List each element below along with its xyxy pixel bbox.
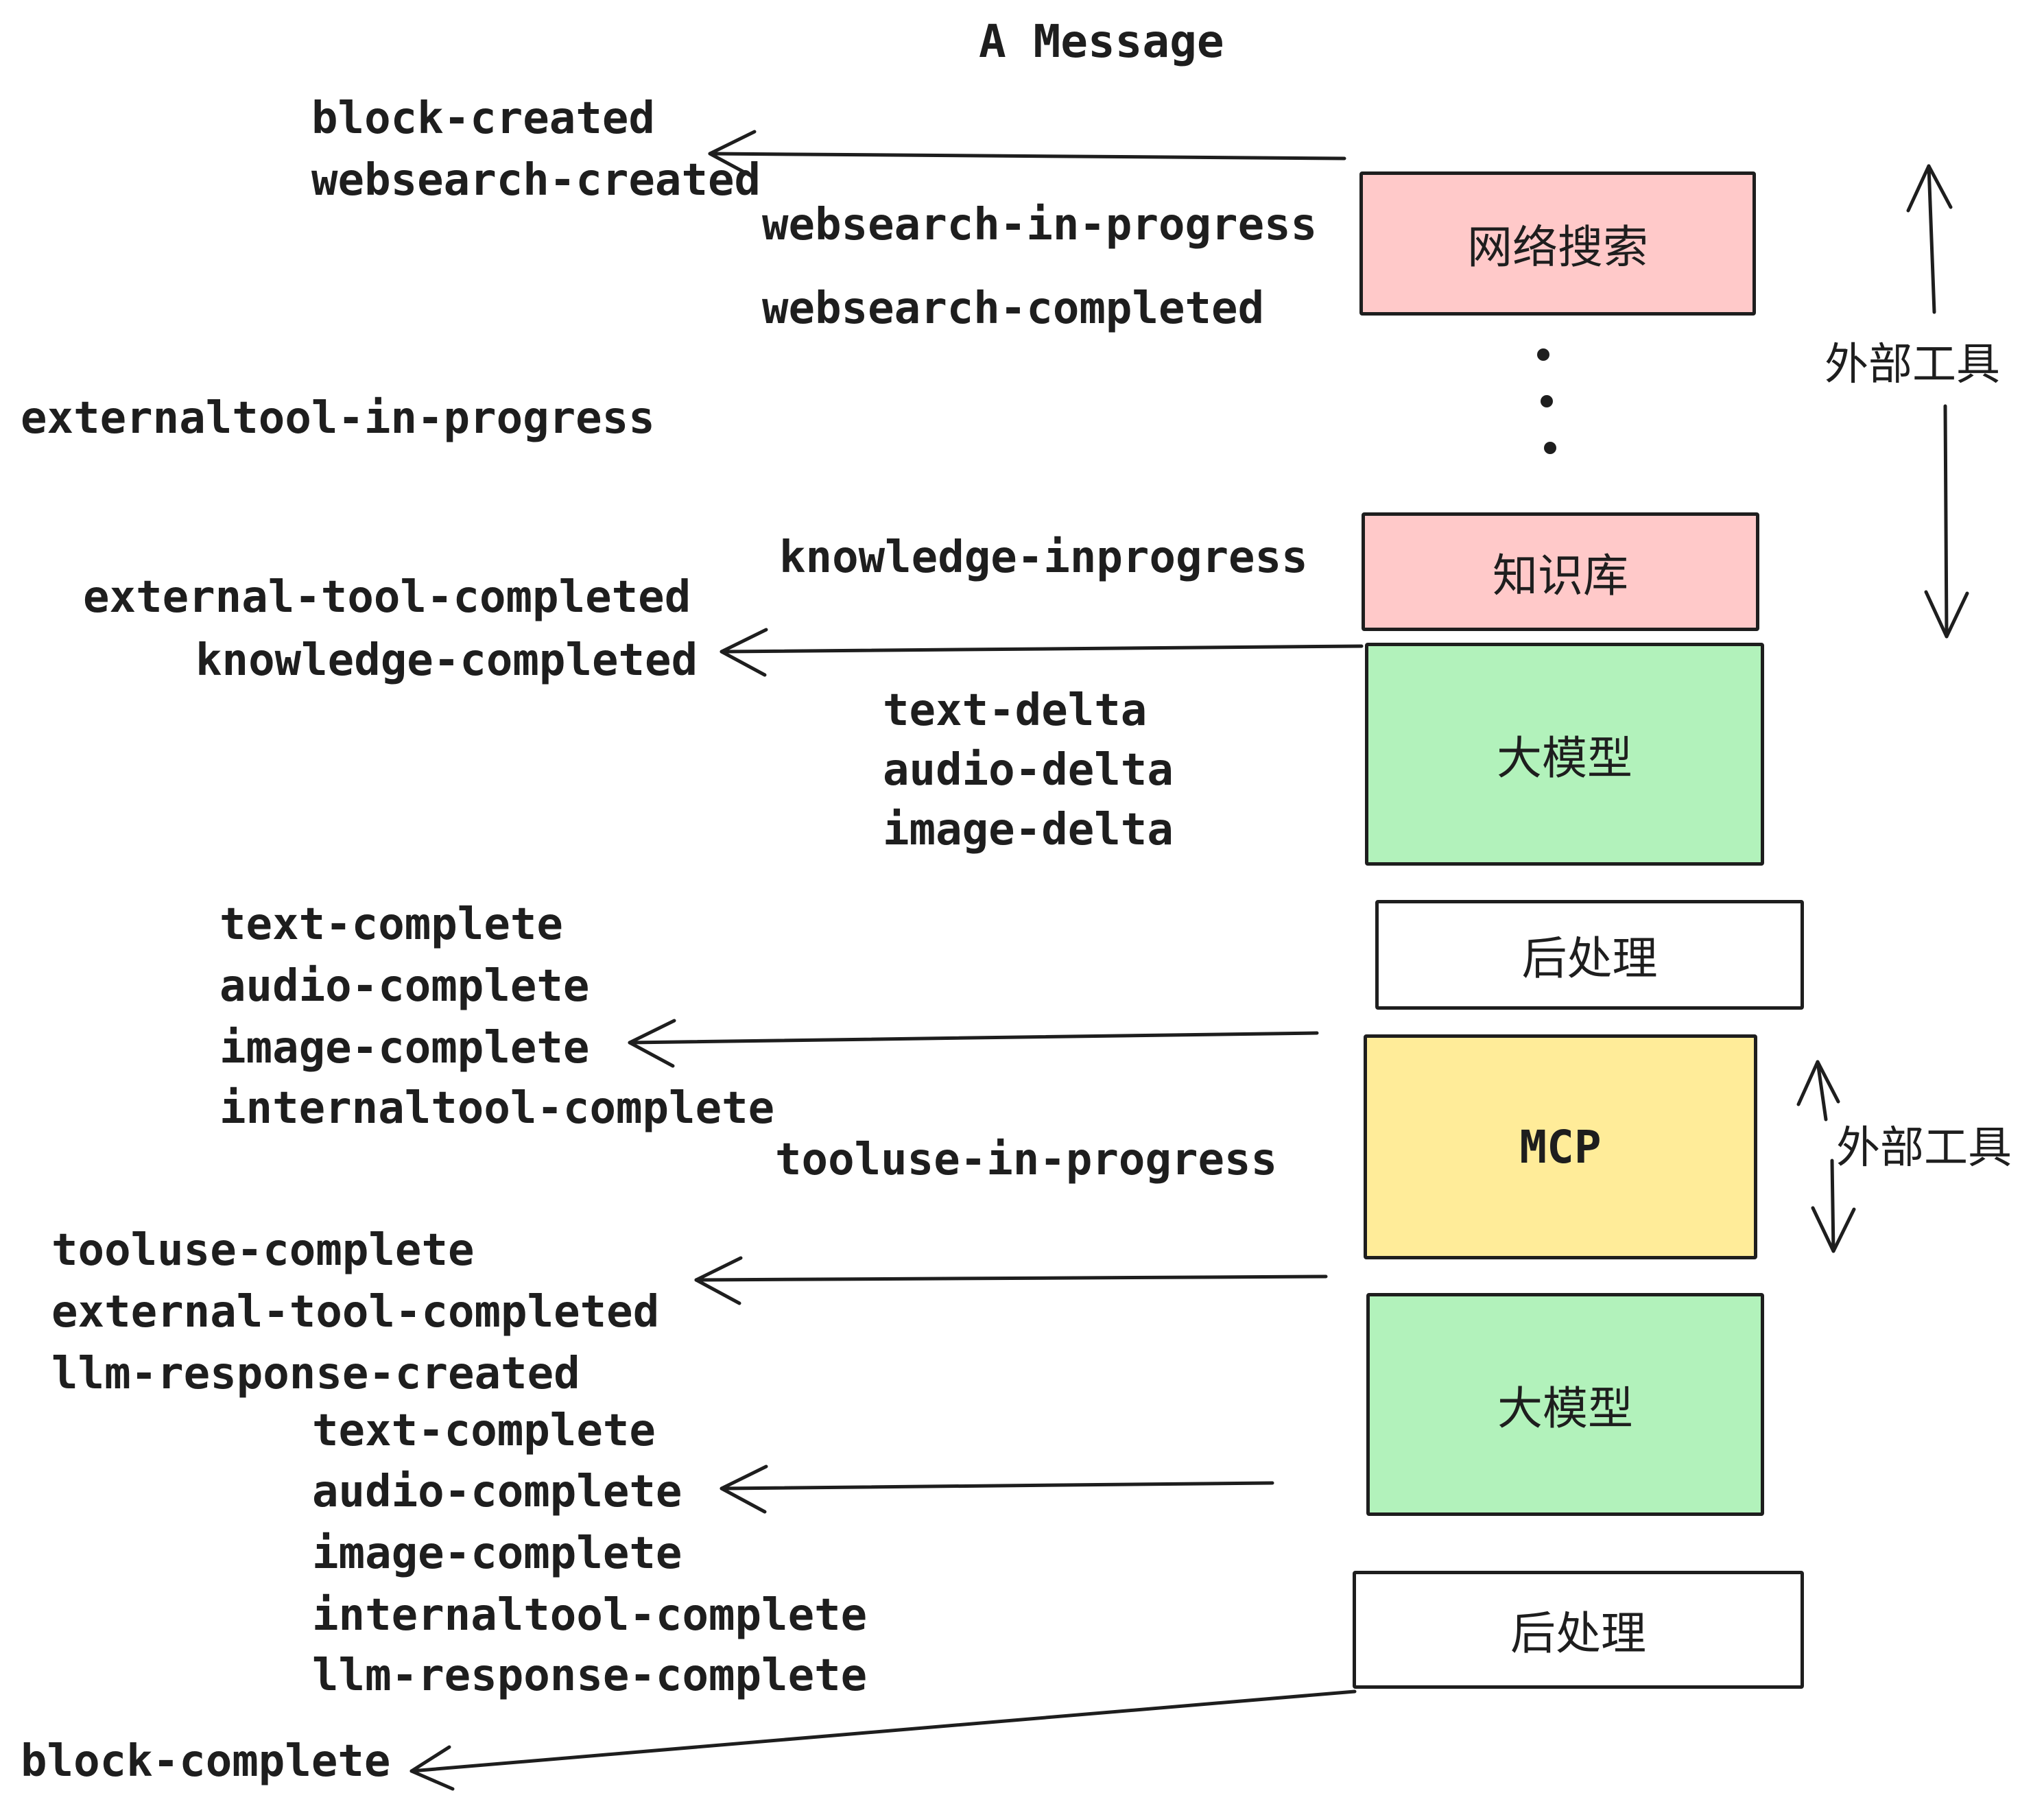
event-label-llm-response-created: llm-response-created [51, 1349, 580, 1399]
box-postprocess-bottom: 后处理 [1353, 1571, 1804, 1689]
external-tools-label-bottom: 外部工具 [1836, 1123, 2012, 1174]
box-postprocess-top: 后处理 [1375, 900, 1804, 1010]
box-websearch: 网络搜索 [1359, 171, 1756, 316]
event-label-block-complete: block-complete [21, 1736, 391, 1787]
box-llm-top-label: 大模型 [1497, 731, 1632, 785]
external-tools-top-up-arrow-icon [1906, 164, 1953, 314]
event-label-internaltool-complete-2: internaltool-complete [312, 1590, 868, 1641]
arrow-to-tooluse-complete-icon [694, 1256, 1328, 1305]
box-mcp-label: MCP [1519, 1120, 1602, 1174]
event-label-audio-delta: audio-delta [883, 745, 1174, 796]
event-label-audio-complete-2: audio-complete [312, 1467, 682, 1517]
external-tools-bottom-up-arrow-icon [1796, 1060, 1840, 1121]
box-llm-bottom-label: 大模型 [1497, 1381, 1633, 1435]
event-label-tooluse-in-progress: tooluse-in-progress [775, 1135, 1278, 1185]
box-llm-bottom: 大模型 [1366, 1293, 1764, 1516]
event-label-knowledge-inprogress: knowledge-inprogress [779, 532, 1308, 583]
event-label-text-complete: text-complete [219, 899, 563, 950]
box-knowledge-base: 知识库 [1362, 512, 1759, 631]
event-label-external-tool-completed-2: external-tool-completed [51, 1287, 660, 1338]
box-knowledge-base-label: 知识库 [1493, 549, 1628, 602]
external-tools-label-top: 外部工具 [1825, 340, 2000, 390]
event-label-external-tool-completed: external-tool-completed [83, 572, 691, 623]
event-label-image-complete: image-complete [219, 1023, 590, 1073]
box-postprocess-bottom-label: 后处理 [1510, 1607, 1646, 1660]
event-label-text-delta: text-delta [883, 685, 1148, 736]
event-label-audio-complete: audio-complete [219, 961, 590, 1012]
event-label-knowledge-completed: knowledge-completed [195, 635, 698, 686]
vertical-ellipsis-dots-icon [1537, 348, 1556, 454]
event-label-websearch-created: websearch-created [311, 155, 761, 206]
arrow-to-audio-complete-icon [720, 1464, 1274, 1514]
arrow-websearch-to-block-created-icon [708, 130, 1346, 179]
box-mcp: MCP [1364, 1034, 1757, 1259]
arrow-llm-to-knowledge-completed-icon [720, 628, 1364, 677]
arrow-postprocess-to-block-complete-icon [409, 1689, 1357, 1791]
diagram-title: A Message [979, 15, 1224, 68]
event-label-tooluse-complete: tooluse-complete [51, 1225, 475, 1276]
event-label-image-complete-2: image-complete [312, 1528, 682, 1579]
event-label-websearch-completed: websearch-completed [762, 283, 1265, 334]
event-label-externaltool-in-progress: externaltool-in-progress [21, 393, 655, 444]
event-label-image-delta: image-delta [883, 805, 1174, 855]
external-tools-bottom-down-arrow-icon [1811, 1159, 1856, 1253]
event-label-llm-response-complete: llm-response-complete [312, 1650, 868, 1701]
event-label-internaltool-complete: internaltool-complete [219, 1083, 775, 1134]
box-postprocess-top-label: 后处理 [1521, 932, 1658, 985]
event-label-block-created: block-created [311, 93, 655, 144]
event-label-text-complete-2: text-complete [312, 1405, 656, 1456]
box-websearch-label: 网络搜索 [1467, 221, 1648, 274]
event-label-websearch-in-progress: websearch-in-progress [762, 200, 1318, 250]
external-tools-top-down-arrow-icon [1924, 404, 1969, 639]
box-llm-top: 大模型 [1365, 643, 1764, 866]
arrow-to-image-complete-icon [628, 1019, 1319, 1068]
